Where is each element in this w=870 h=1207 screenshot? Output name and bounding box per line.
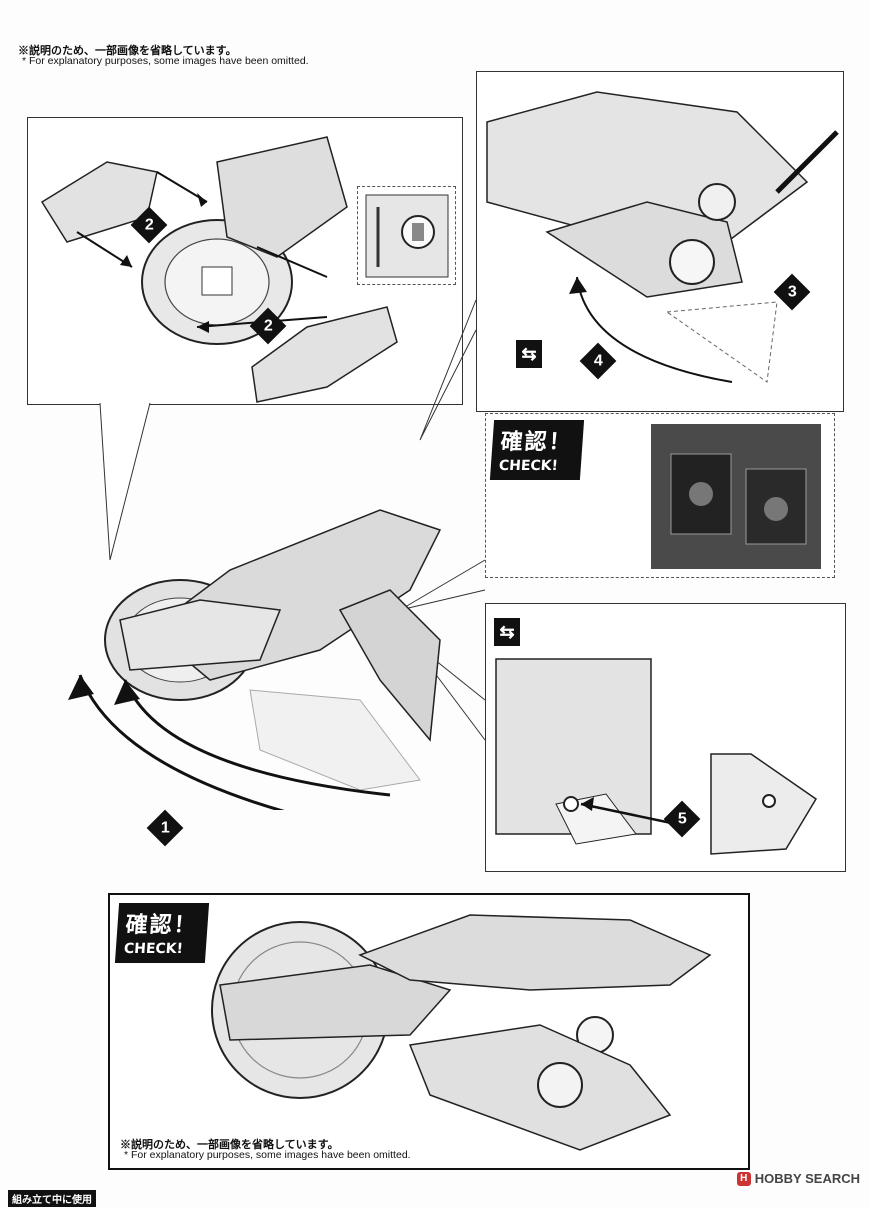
flip-view-icon-2: ⇆ — [494, 618, 520, 646]
joint-closeup-illustration — [651, 424, 821, 569]
watermark-logo: H — [736, 1171, 751, 1186]
wing-attach-illustration — [495, 658, 818, 855]
watermark: H HOBBY SEARCH — [736, 1171, 860, 1186]
footer-usage-label: 組み立て中に使用 — [8, 1190, 96, 1207]
bottom-note-jp: ※説明のため、一部画像を省略しています。 — [120, 1139, 339, 1151]
wheel-assembly-illustration — [40, 136, 398, 403]
bottom-note-en: * For explanatory purposes, some images … — [124, 1149, 411, 1161]
detail-panel-wing-attach — [485, 603, 846, 872]
watermark-text: HOBBY SEARCH — [754, 1171, 860, 1186]
check-tag-lower: 確認！ CHECK! — [114, 903, 210, 963]
check-panel-complete — [108, 893, 750, 1170]
top-note-jp: ※説明のため、一部画像を省略しています。 — [18, 45, 237, 57]
wing-fold-illustration — [486, 91, 839, 383]
flip-view-icon: ⇆ — [516, 340, 542, 368]
top-note-en: * For explanatory purposes, some images … — [22, 55, 309, 67]
completed-bike-illustration — [211, 914, 712, 1151]
main-assembly-illustration — [68, 509, 442, 810]
detail-inset-joint — [357, 186, 456, 285]
joint-detail-illustration — [365, 194, 449, 278]
